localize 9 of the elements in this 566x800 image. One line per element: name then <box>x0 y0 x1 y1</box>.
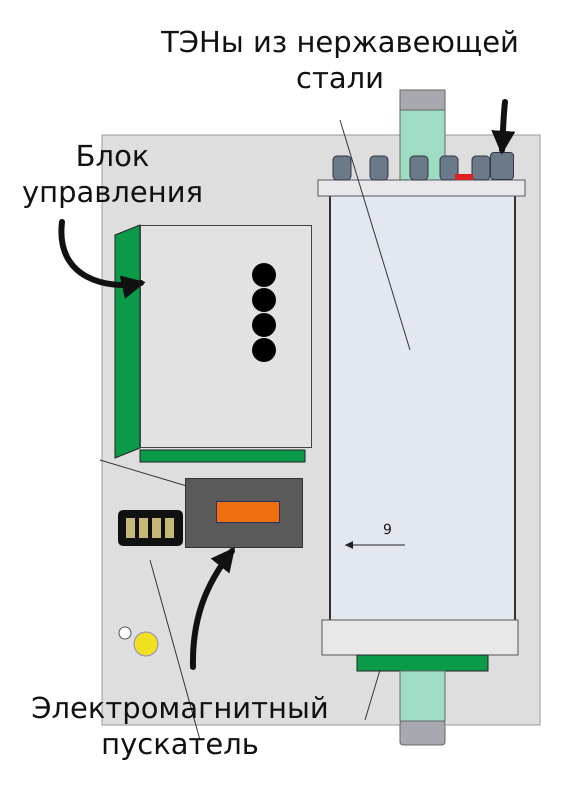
heating-element <box>490 152 514 180</box>
callout-text: Блок управления <box>0 138 225 214</box>
callout-text: ТЭНы из нержавеющей стали <box>130 24 550 100</box>
callout-number: 9 <box>383 522 392 538</box>
arrow <box>58 219 146 298</box>
arrow <box>190 547 235 670</box>
control-unit-panel <box>140 225 312 448</box>
contactor <box>185 478 303 548</box>
arrow <box>491 99 516 155</box>
